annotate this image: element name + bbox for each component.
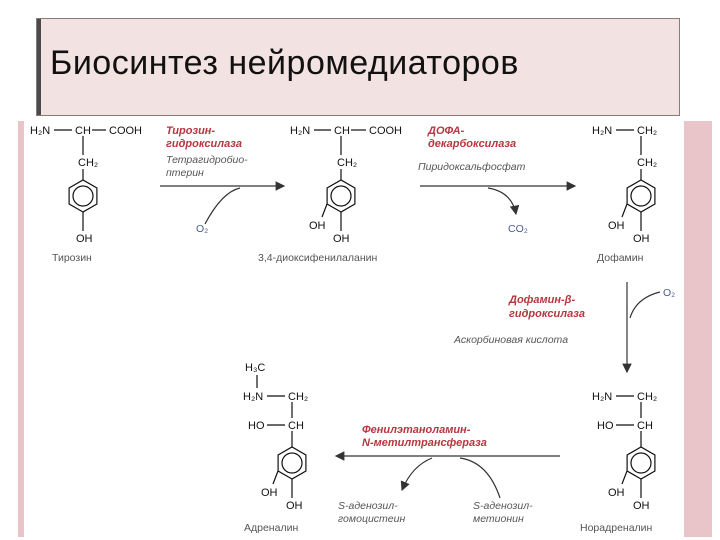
dopa-label: 3,4-диоксифенилаланин [258,252,377,264]
cofactor-sah-1: S-аденозил- [338,500,398,512]
gas-o2-in: O₂ [196,223,208,235]
tyrosine-structure: H₂N CH COOH CH₂ OH [30,125,142,245]
dopamine-benzene-ring [626,179,656,213]
cofactor-sah-2: гомоцистеин [338,513,405,525]
cofactor-tetrahydrobiopterin-2: птерин [166,167,204,179]
dopa-benzene-ring [326,179,356,213]
dopamine-oh-1: OH [608,220,625,232]
adrenaline-ch: CH [288,420,304,432]
noradrenaline-ch2: CH₂ [637,391,657,403]
adrenaline-h3c: H₃C [245,362,265,374]
dopamine-label: Дофамин [597,252,644,264]
dopa-aromatic-circle [330,185,352,207]
arrow-sah-out [400,457,433,492]
noradrenaline-ho: HO [597,420,614,432]
dopa-structure: H₂N CH COOH CH₂ OH OH [290,125,402,245]
enzyme-pnmt-1: Фенилэтаноламин- [362,424,471,436]
tyrosine-cooh: COOH [109,125,142,137]
arrow-sam-in [459,457,501,499]
arrow-co2-out [487,187,520,216]
dopamine-ch2-a: CH₂ [637,125,657,137]
noradrenaline-structure: H₂N CH₂ HO CH OH OH [592,391,657,512]
adrenaline-benzene-ring [277,446,307,480]
enzyme-dopa-decarboxylase-2: декарбоксилаза [428,138,516,150]
noradrenaline-h2n: H₂N [592,391,612,403]
noradrenaline-aromatic-circle [630,452,652,474]
tyrosine-ch: CH [75,125,91,137]
gas-o2-in-2: O₂ [663,287,675,299]
arrow-o2-in [204,187,241,225]
dopamine-bond-ring-oh-1 [621,203,628,218]
title-accent-bar [37,19,41,115]
adrenaline-oh-1: OH [261,487,278,499]
tyrosine-label: Тирозин [52,252,92,264]
tyrosine-benzene-ring [68,179,98,213]
tyrosine-oh: OH [76,233,93,245]
dopa-oh-2: OH [333,233,350,245]
dopa-oh-1: OH [309,220,326,232]
dopa-bond-ring-oh-1 [321,203,328,218]
gas-co2-out: CO₂ [508,223,528,235]
tyrosine-h2n: H₂N [30,125,50,137]
adrenaline-h2n: H₂N [243,391,263,403]
adrenaline-aromatic-circle [281,452,303,474]
tyrosine-aromatic-circle [72,185,94,207]
enzyme-pnmt-2: N-метилтрансфераза [362,437,487,449]
dopa-h2n: H₂N [290,125,310,137]
noradrenaline-benzene-ring [626,446,656,480]
dopa-ch: CH [334,125,350,137]
noradrenaline-oh-1: OH [608,487,625,499]
dopa-ch2: CH₂ [337,157,357,169]
adrenaline-ho: HO [248,420,265,432]
adrenaline-ch2: CH₂ [288,391,308,403]
arrow-o2-in-2 [629,291,661,319]
dopamine-structure: H₂N CH₂ CH₂ OH OH [592,125,657,245]
noradrenaline-ch: CH [637,420,653,432]
dopa-cooh: COOH [369,125,402,137]
adrenaline-structure: H₃C H₂N CH₂ HO CH OH OH [243,362,308,512]
enzyme-tyrosine-hydroxylase-2: гидроксилаза [166,138,242,150]
dopamine-h2n: H₂N [592,125,612,137]
noradrenaline-bond-ring-oh-1 [621,470,628,485]
cofactor-tetrahydrobiopterin-1: Тетрагидробио- [166,154,248,166]
adrenaline-oh-2: OH [286,500,303,512]
adrenaline-bond-ring-oh-1 [272,470,279,485]
enzyme-tyrosine-hydroxylase-1: Тирозин- [166,125,215,137]
enzyme-dopamine-bhydroxylase-2: гидроксилаза [509,308,585,320]
slide-title: Биосинтез нейромедиаторов [50,44,519,82]
cofactor-sam-2: метионин [473,513,524,525]
noradrenaline-label: Норадреналин [580,522,653,534]
title-box [36,18,680,116]
enzyme-dopamine-bhydroxylase-1: Дофамин-β- [508,294,576,306]
dopamine-ch2-b: CH₂ [637,157,657,169]
cofactor-ascorbic-acid: Аскорбиновая кислота [453,334,568,346]
cofactor-sam-1: S-аденозил- [473,500,533,512]
dopamine-oh-2: OH [633,233,650,245]
noradrenaline-oh-2: OH [633,500,650,512]
enzyme-dopa-decarboxylase-1: ДОФА- [427,125,465,137]
cofactor-pyridoxal-phosphate: Пиридоксальфосфат [418,161,526,173]
tyrosine-ch2: CH₂ [78,157,98,169]
adrenaline-label: Адреналин [244,522,298,534]
dopamine-aromatic-circle [630,185,652,207]
